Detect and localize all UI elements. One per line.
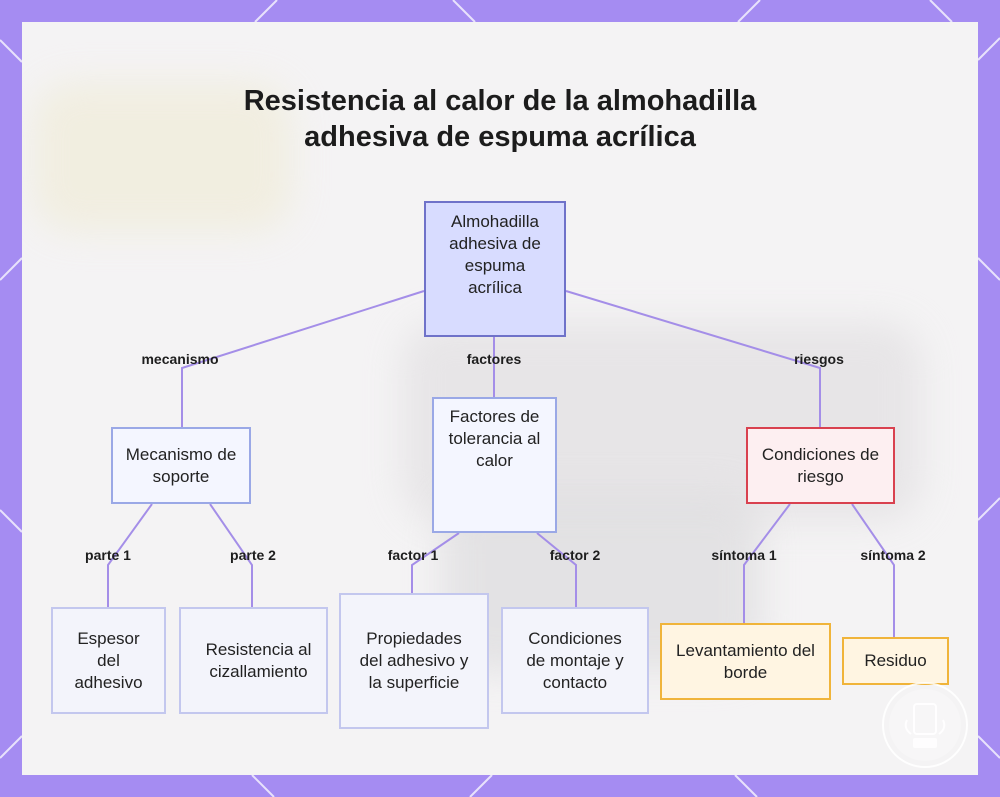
node-mechanism[interactable]: Mecanismo de soporte: [111, 427, 251, 504]
edge-label-sintoma-1: síntoma 1: [711, 547, 776, 563]
edge-risks-symptom1: [744, 504, 790, 623]
node-factors[interactable]: Factores de tolerancia al calor: [432, 397, 557, 533]
edge-risks-symptom2: [852, 504, 894, 637]
node-thickness-label: Espesor del adhesivo: [67, 628, 150, 694]
node-risks-label: Condiciones de riesgo: [758, 444, 883, 488]
edge-label-factor-2: factor 2: [550, 547, 601, 563]
edge-label-factor-1: factor 1: [388, 547, 439, 563]
node-properties[interactable]: Propiedades del adhesivo y la superficie: [339, 593, 489, 729]
node-residue-label: Residuo: [864, 650, 926, 672]
node-root-label: Almohadilla adhesiva de espuma acrílica: [436, 211, 554, 299]
node-root[interactable]: Almohadilla adhesiva de espuma acrílica: [424, 201, 566, 337]
node-properties-label: Propiedades del adhesivo y la superficie: [357, 628, 471, 694]
edge-factors-factor1: [412, 533, 459, 593]
edge-label-factores: factores: [467, 351, 521, 367]
node-thickness[interactable]: Espesor del adhesivo: [51, 607, 166, 714]
node-factors-label: Factores de tolerancia al calor: [448, 406, 541, 472]
edge-factors-factor2: [537, 533, 576, 607]
node-lifting-label: Levantamiento del borde: [672, 640, 819, 684]
node-shear-label: Resistencia al cizallamiento: [203, 639, 314, 683]
node-mechanism-label: Mecanismo de soporte: [123, 444, 239, 488]
edge-label-parte-1: parte 1: [85, 547, 131, 563]
node-mounting-label: Condiciones de montaje y contacto: [517, 628, 633, 694]
edge-label-parte-2: parte 2: [230, 547, 276, 563]
node-lifting[interactable]: Levantamiento del borde: [660, 623, 831, 700]
node-shear[interactable]: Resistencia al cizallamiento: [179, 607, 328, 714]
edge-root-risks: [566, 291, 820, 427]
edge-label-mecanismo: mecanismo: [141, 351, 218, 367]
node-residue[interactable]: Residuo: [842, 637, 949, 685]
watermark-logo-icon: [880, 680, 970, 770]
node-risks[interactable]: Condiciones de riesgo: [746, 427, 895, 504]
node-mounting[interactable]: Condiciones de montaje y contacto: [501, 607, 649, 714]
edge-label-riesgos: riesgos: [794, 351, 844, 367]
edge-label-sintoma-2: síntoma 2: [860, 547, 925, 563]
